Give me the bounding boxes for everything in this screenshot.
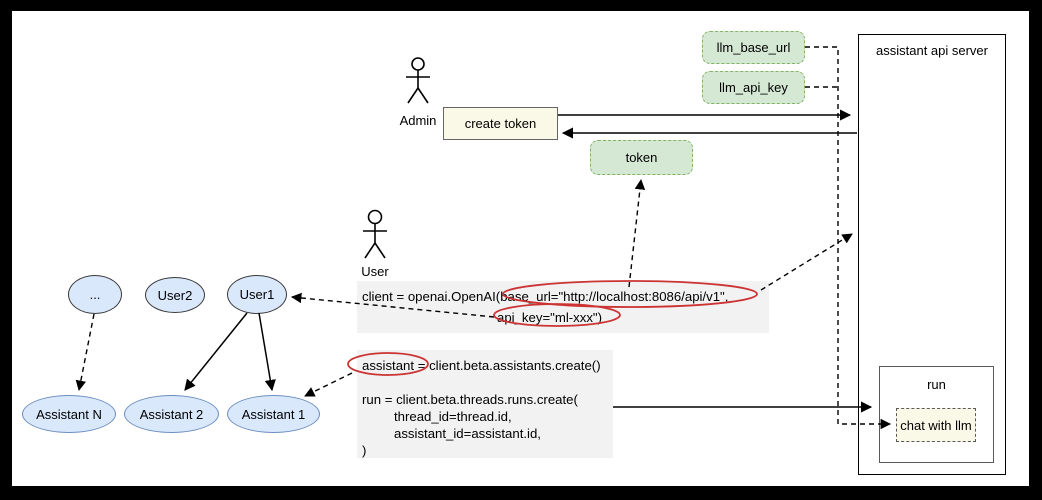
client-code-block: client = openai.OpenAI(base_url="http://… <box>357 281 769 333</box>
create-token-box: create token <box>443 107 558 140</box>
llm-base-url-box: llm_base_url <box>702 31 805 64</box>
code-line: run = client.beta.threads.runs.create( <box>362 392 578 407</box>
code-line: thread_id=thread.id, <box>394 409 512 424</box>
run-label: run <box>927 377 946 392</box>
code-line: assistant = client.beta.assistants.creat… <box>362 358 601 373</box>
chat-with-llm-box: chat with llm <box>896 408 976 442</box>
code-line: ) <box>362 443 367 458</box>
assistant-1-ellipse: Assistant 1 <box>227 395 320 433</box>
assistant-n-ellipse: Assistant N <box>22 395 116 433</box>
token-box: token <box>590 140 693 175</box>
code-line <box>357 374 613 391</box>
user1-ellipse: User1 <box>227 275 287 314</box>
assistant-run-code-block: assistant = client.beta.assistants.creat… <box>357 350 613 458</box>
assistant-api-server-label: assistant api server <box>876 43 988 58</box>
user-actor-label: User <box>361 264 389 279</box>
code-line: client = openai.OpenAI(base_url="http://… <box>362 289 729 304</box>
code-line: assistant_id=assistant.id, <box>394 426 541 441</box>
assistant-2-ellipse: Assistant 2 <box>124 395 219 433</box>
user-ellipsis-ellipse: ... <box>68 275 122 314</box>
code-line: api_key="ml-xxx") <box>497 310 602 325</box>
admin-actor-label: Admin <box>399 113 437 128</box>
user2-ellipse: User2 <box>145 277 205 313</box>
llm-api-key-box: llm_api_key <box>702 71 805 104</box>
